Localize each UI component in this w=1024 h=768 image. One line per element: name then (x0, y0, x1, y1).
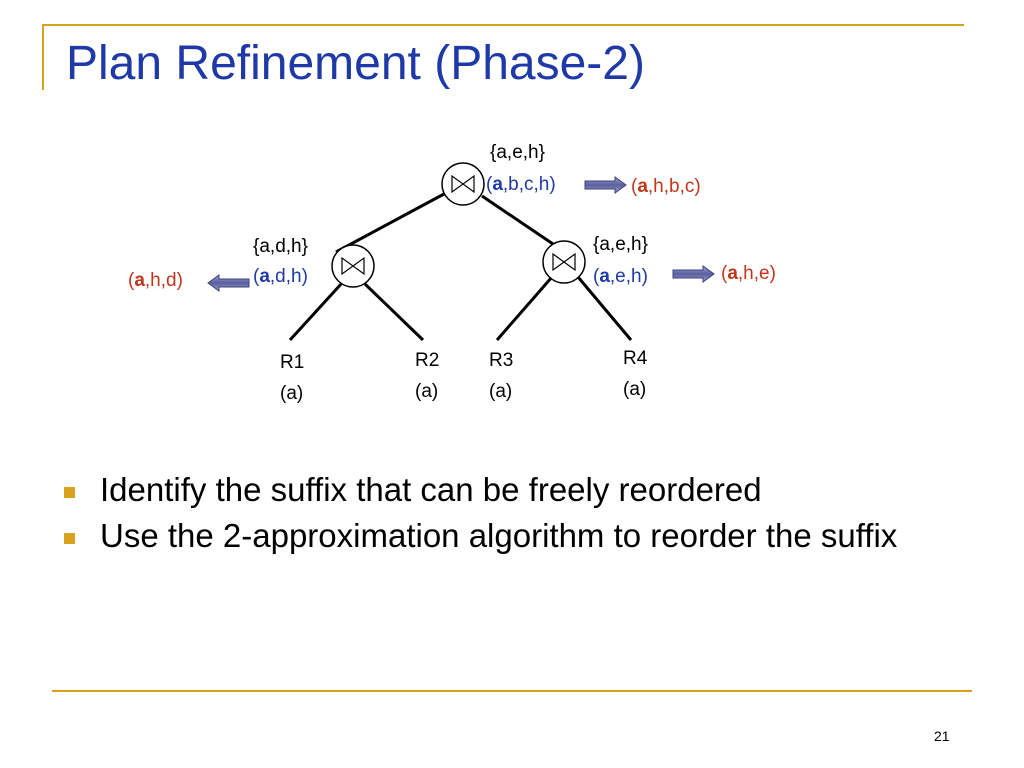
edge-left-r2 (363, 282, 425, 342)
right-attribute-set: {a,e,h} (593, 234, 648, 255)
left-border-line (42, 24, 44, 90)
bowtie-join-icon (341, 256, 365, 276)
root-join-order: (a,b,c,h) (486, 174, 556, 195)
edge-right-r3 (495, 276, 554, 341)
edge-left-r1 (288, 281, 344, 342)
block-arrow-icon (584, 176, 627, 194)
page-number: 21 (934, 728, 950, 744)
edge-root-left (335, 192, 445, 254)
block-arrow-icon (207, 274, 250, 292)
top-border-line (42, 24, 964, 26)
square-bullet-icon (64, 533, 75, 544)
left-join-order: (a,d,h) (253, 266, 308, 287)
leaf-r1-attr: (a) (280, 383, 303, 404)
bowtie-join-icon (451, 174, 475, 194)
bullet-list: Identify the suffix that can be freely r… (62, 470, 1002, 562)
bottom-border-line (52, 690, 972, 692)
left-attribute-set: {a,d,h} (253, 236, 308, 257)
bullet-text: Identify the suffix that can be freely r… (100, 471, 762, 508)
right-join-node (542, 240, 586, 284)
slide-title: Plan Refinement (Phase-2) (66, 37, 645, 90)
right-join-order: (a,e,h) (593, 266, 648, 287)
edge-right-r4 (576, 276, 633, 341)
root-join-node (441, 162, 485, 206)
root-attribute-set: {a,e,h} (490, 142, 545, 163)
leaf-r4-name: R4 (623, 348, 648, 369)
left-refined-order: (a,h,d) (128, 270, 183, 291)
bullet-item: Use the 2-approximation algorithm to reo… (62, 516, 1002, 556)
bullet-item: Identify the suffix that can be freely r… (62, 470, 1002, 510)
square-bullet-icon (64, 487, 75, 498)
block-arrow-icon (672, 265, 715, 283)
join-tree-diagram: {a,e,h} (a,b,c,h) (a,h,b,c) {a,d,h} (a,d… (128, 142, 776, 404)
leaf-r3-attr: (a) (489, 381, 512, 402)
left-join-node (331, 244, 375, 288)
bullet-text: Use the 2-approximation algorithm to reo… (100, 517, 898, 554)
edge-root-right (481, 194, 554, 246)
leaf-r3-name: R3 (489, 350, 513, 371)
leaf-r2-name: R2 (415, 350, 439, 371)
right-refined-order: (a,h,e) (721, 263, 776, 284)
leaf-r2-attr: (a) (415, 381, 438, 402)
bowtie-join-icon (552, 252, 576, 272)
root-refined-order: (a,h,b,c) (631, 176, 701, 197)
leaf-r4-attr: (a) (623, 379, 646, 400)
leaf-r1-name: R1 (280, 352, 304, 373)
